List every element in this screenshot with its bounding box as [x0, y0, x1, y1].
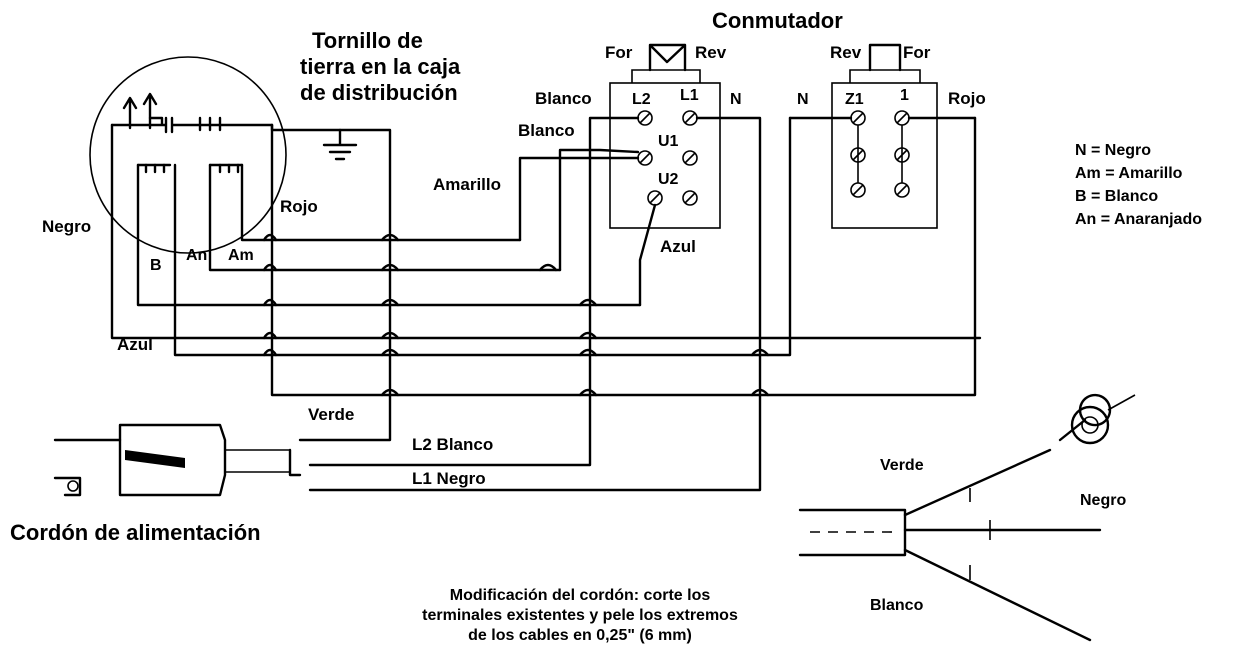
plug-icon [53, 423, 302, 497]
n-right-label: N [797, 91, 809, 108]
an-label: An [186, 247, 207, 264]
for-right-label: For [903, 43, 931, 62]
wire-end-detail-icon [798, 393, 1136, 642]
tornillo-label-3: de distribución [300, 80, 458, 105]
z1-label: Z1 [845, 91, 864, 108]
conmutador-label: Conmutador [712, 8, 843, 33]
one-label: 1 [900, 87, 909, 104]
legend-item: N = Negro [1075, 142, 1151, 159]
tornillo-label-1: Tornillo de [312, 28, 423, 53]
cordon-label: Cordón de alimentación [10, 520, 261, 545]
legend-item: B = Blanco [1075, 188, 1158, 205]
l2-blanco-label: L2 Blanco [412, 435, 493, 454]
blanco-label-2: Blanco [518, 121, 575, 140]
motor-circle-icon [89, 56, 287, 254]
modification-note-line-2: terminales existentes y pele los extremo… [422, 607, 738, 624]
am-label: Am [228, 247, 254, 264]
blanco-detail-label: Blanco [870, 597, 924, 614]
rev-right-label: Rev [830, 43, 862, 62]
l1-label: L1 [680, 87, 699, 104]
azul-left-label: Azul [117, 335, 153, 354]
tornillo-label-2: tierra en la caja [300, 54, 461, 79]
l2-label: L2 [632, 91, 651, 108]
u1-label: U1 [658, 133, 679, 150]
motor-wires [110, 116, 982, 397]
azul-right-label: Azul [660, 237, 696, 256]
switch-box-right [788, 43, 977, 229]
modification-note-line-1: Modificación del cordón: corte los [450, 587, 711, 604]
ground-icon [270, 123, 392, 442]
legend-item: Am = Amarillo [1075, 165, 1183, 182]
l1-negro-label: L1 Negro [412, 469, 486, 488]
blanco-label-1: Blanco [535, 89, 592, 108]
rev-left-label: Rev [695, 43, 727, 62]
legend-item: An = Anaranjado [1075, 211, 1202, 228]
color-legend: N = Negro Am = Amarillo B = Blanco An = … [1075, 142, 1202, 228]
amarillo-label: Amarillo [433, 175, 501, 194]
for-left-label: For [605, 43, 633, 62]
negro-left-label: Negro [42, 217, 91, 236]
negro-detail-label: Negro [1080, 492, 1126, 509]
rojo-left-label: Rojo [280, 197, 318, 216]
verde-detail-label: Verde [880, 457, 924, 474]
n-left-label: N [730, 91, 742, 108]
rojo-right-label: Rojo [948, 89, 986, 108]
verde-label: Verde [308, 405, 354, 424]
u2-label: U2 [658, 171, 679, 188]
modification-note-line-3: de los cables en 0,25" (6 mm) [468, 627, 692, 644]
b-label: B [150, 257, 162, 274]
switch-box-left [308, 43, 762, 492]
